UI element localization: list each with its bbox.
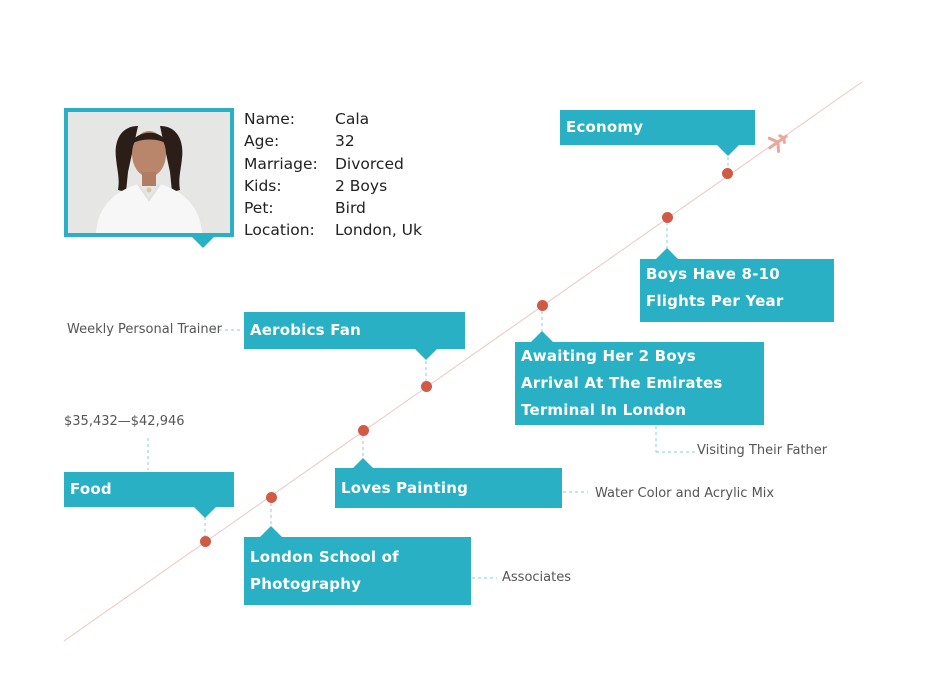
card-school: London School of Photography — [244, 537, 471, 605]
note-associates: Associates — [502, 570, 571, 585]
profile-row-age: Age: 32 — [244, 130, 422, 152]
card-awaiting-line1: Awaiting Her 2 Boys — [521, 347, 696, 365]
profile-value: 32 — [335, 132, 355, 151]
card-awaiting-line2: Arrival At The Emirates — [521, 374, 723, 392]
profile-key: Kids: — [244, 176, 282, 195]
card-painting-label: Loves Painting — [341, 479, 469, 497]
airplane-icon — [767, 134, 788, 153]
note-watercolor: Water Color and Acrylic Mix — [595, 486, 775, 501]
profile-row-location: Location: London, Uk — [244, 219, 422, 241]
card-painting-pointer — [352, 458, 374, 469]
profile-value: Divorced — [335, 154, 404, 173]
card-food: Food Photographer — [64, 472, 234, 525]
card-food-label: Food Photographer — [70, 480, 190, 525]
timeline-dot-flights — [662, 212, 673, 223]
card-school-pointer — [260, 526, 282, 537]
note-trainer: Weekly Personal Trainer — [67, 322, 222, 337]
card-flights: Boys Have 8-10 Flights Per Year — [640, 259, 834, 322]
profile-key: Location: — [244, 221, 315, 240]
timeline-dot-food — [200, 536, 211, 547]
profile-key: Marriage: — [244, 154, 318, 173]
timeline-dot-school — [266, 492, 277, 503]
timeline-dot-painting — [358, 425, 369, 436]
card-aerobics-pointer — [415, 349, 437, 360]
card-awaiting: Awaiting Her 2 Boys Arrival At The Emira… — [515, 342, 764, 425]
card-painting: Loves Painting — [335, 468, 562, 508]
profile-key: Name: — [244, 110, 295, 128]
timeline-dot-economy — [722, 168, 733, 179]
profile-row-pet: Pet: Bird — [244, 197, 422, 219]
card-economy-pointer — [717, 145, 739, 156]
note-salary: $35,432—$42,946 — [64, 414, 185, 429]
photo-pointer — [192, 237, 214, 248]
card-economy-label: Economy — [566, 118, 644, 136]
profile-row-marriage: Marriage: Divorced — [244, 153, 422, 175]
person-avatar-icon — [68, 112, 230, 233]
card-flights-pointer — [656, 248, 678, 259]
profile-key: Age: — [244, 132, 280, 151]
card-food-pointer — [194, 507, 216, 518]
card-aerobics-label: Aerobics Fan — [250, 321, 361, 339]
profile-value: London, Uk — [335, 221, 422, 240]
card-aerobics: Aerobics Fan — [244, 312, 465, 349]
card-awaiting-pointer — [531, 331, 553, 342]
profile-details: Name: Cala Age: 32 Marriage: Divorced Ki… — [244, 108, 422, 242]
card-economy: Economy — [560, 110, 755, 145]
profile-value: Cala — [335, 110, 370, 128]
card-flights-line1: Boys Have 8-10 — [646, 265, 780, 283]
profile-row-name: Name: Cala — [244, 108, 422, 130]
profile-photo-frame — [64, 108, 234, 237]
profile-value: Bird — [335, 199, 366, 218]
profile-key: Pet: — [244, 199, 274, 218]
card-awaiting-line3: Terminal In London — [521, 401, 687, 419]
profile-row-kids: Kids: 2 Boys — [244, 175, 422, 197]
card-flights-line2: Flights Per Year — [646, 292, 784, 310]
profile-photo — [68, 112, 230, 233]
timeline-dot-awaiting — [537, 300, 548, 311]
card-school-line2: Photography — [250, 575, 362, 593]
profile-value: 2 Boys — [335, 176, 388, 195]
card-school-line1: London School of — [250, 548, 399, 566]
timeline-dot-aerobics — [421, 381, 432, 392]
note-visiting: Visiting Their Father — [697, 443, 828, 458]
